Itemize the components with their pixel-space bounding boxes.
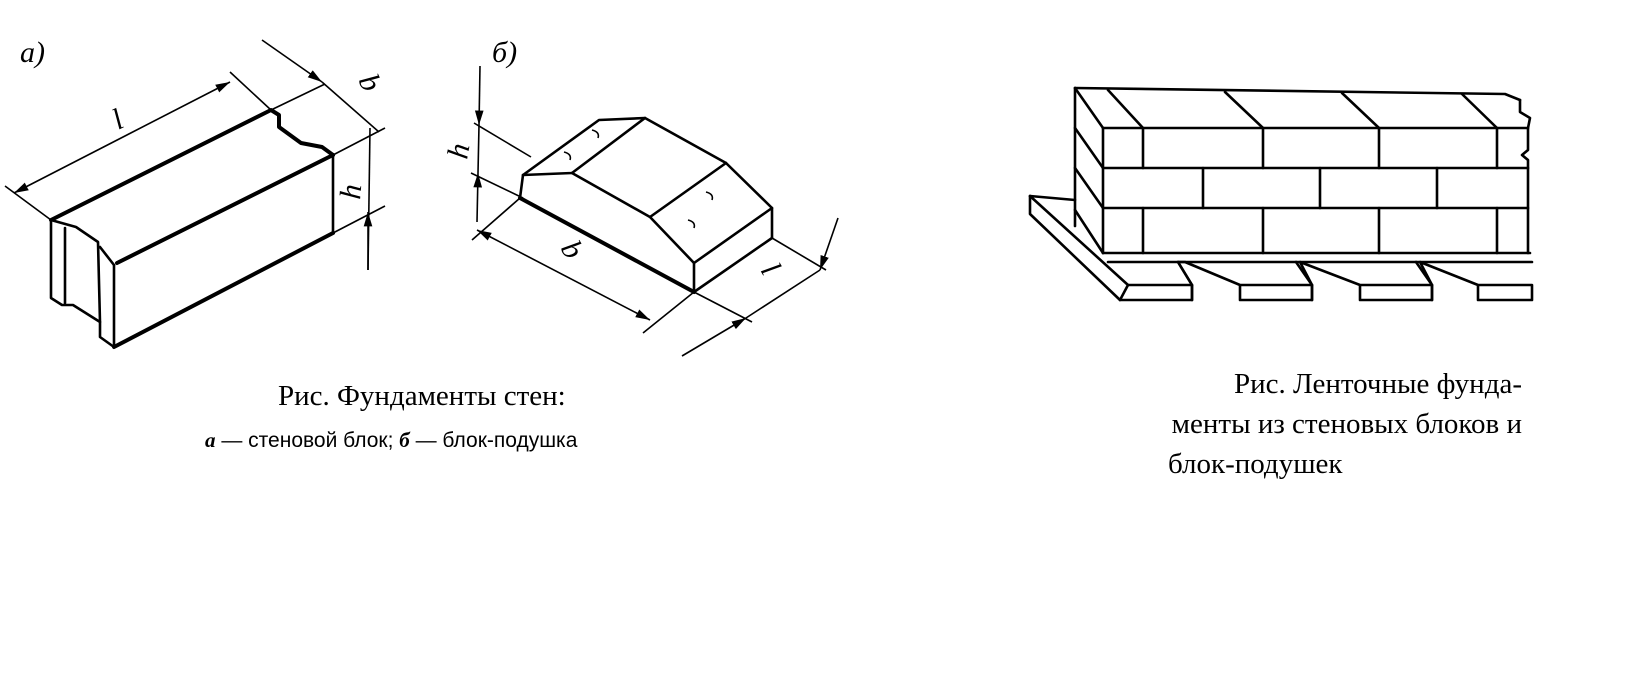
figure-label-a: а) [20,36,45,69]
caption-text-b: — блок-подушка [409,429,578,452]
strip-foundation-drawing [1028,86,1534,302]
caption-right-line2: менты из стеновых блоков и [1171,408,1522,440]
caption-right-line3: блок-подушек [1168,448,1343,480]
dim-label-l: l [754,257,787,281]
cushion-block-drawing: h b l б) [441,36,839,357]
figure-label-b: б) [492,36,517,69]
dim-label-l: l [107,103,129,136]
caption-title-left: Рис. Фундаменты стен: [278,380,566,412]
caption-text-a: — стеновой блок; [215,429,400,452]
wall-block-drawing: l b h а) [4,36,388,349]
caption-key-a: а [205,428,216,452]
cushion-block-feet [1118,260,1534,302]
caption-key-b: б [399,428,410,452]
caption-right-line1: Рис. Ленточные фунда- [1233,368,1522,400]
dim-label-b: b [352,69,388,97]
lifting-loop-icons [563,129,714,229]
dim-label-h: h [441,141,476,162]
dim-label-h: h [334,183,368,201]
dim-label-b: b [554,235,590,264]
caption-legend-left: а — стеновой блок; б — блок-подушка [205,428,577,453]
